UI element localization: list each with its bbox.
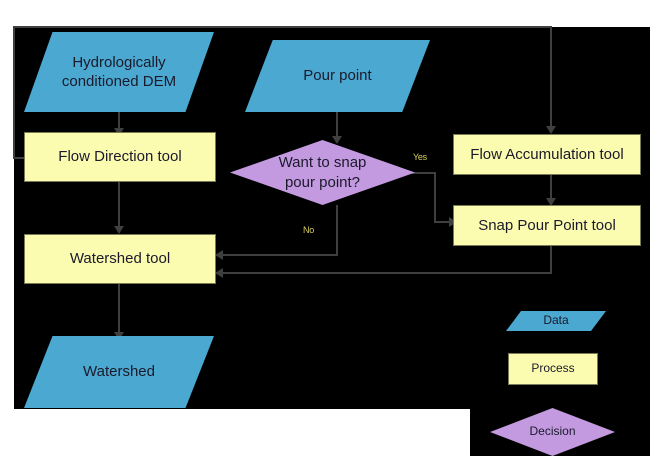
- arrowhead-decision-no-to-watershed-tool: [215, 250, 223, 260]
- node-label-decision: Want to snap pour point?: [278, 154, 367, 191]
- node-label-pour-point: Pour point: [303, 67, 372, 85]
- connector-dem-rail-into-flow-direction: [13, 157, 27, 159]
- connector-snap-to-watershed-tool-left: [218, 272, 552, 274]
- connector-flow-direction-to-watershed-tool: [118, 182, 120, 230]
- edge-label-yes: Yes: [413, 152, 427, 162]
- arrowhead-flow-direction-to-watershed-tool: [114, 226, 124, 234]
- connector-dem-rail-top: [13, 26, 552, 28]
- connector-flow-accumulation-to-snap: [550, 175, 552, 201]
- node-label-flow-direction-tool: Flow Direction tool: [58, 148, 182, 166]
- arrowhead-flow-accumulation-to-snap: [546, 198, 556, 206]
- legend-label-data: Data: [543, 313, 569, 328]
- node-hydrologically-conditioned-dem[interactable]: Hydrologically conditioned DEM: [24, 32, 214, 112]
- arrowhead-snap-to-watershed-tool: [215, 268, 223, 278]
- connector-pour-point-to-decision: [336, 112, 338, 140]
- legend-item-data: Data: [506, 311, 606, 331]
- node-label-flow-accumulation-tool: Flow Accumulation tool: [470, 145, 624, 163]
- node-flow-accumulation-tool[interactable]: Flow Accumulation tool: [453, 134, 641, 175]
- connector-dem-rail-right-down: [550, 26, 552, 127]
- connector-snap-to-watershed-tool-down: [550, 244, 552, 274]
- connector-decision-yes-into-snap: [434, 221, 450, 223]
- arrowhead-to-flow-accumulation: [546, 126, 556, 134]
- node-snap-pour-point-tool[interactable]: Snap Pour Point tool: [453, 205, 641, 246]
- node-pour-point[interactable]: Pour point: [245, 40, 430, 112]
- edge-label-no: No: [303, 225, 314, 235]
- node-watershed-tool[interactable]: Watershed tool: [24, 234, 216, 284]
- node-label-watershed: Watershed: [83, 363, 155, 381]
- connector-decision-yes-right: [412, 172, 436, 174]
- legend-label-process: Process: [531, 361, 575, 376]
- node-flow-direction-tool[interactable]: Flow Direction tool: [24, 132, 216, 182]
- node-label-snap-pour-point-tool: Snap Pour Point tool: [478, 216, 616, 234]
- connector-decision-yes-down: [434, 172, 436, 222]
- legend-item-process: Process: [508, 353, 598, 385]
- connector-decision-no-left: [218, 254, 338, 256]
- arrowhead-pour-point-to-decision: [332, 136, 342, 144]
- connector-decision-no-down: [336, 205, 338, 256]
- node-watershed[interactable]: Watershed: [24, 336, 214, 408]
- node-label-watershed-tool: Watershed tool: [69, 250, 171, 268]
- legend-label-decision: Decision: [529, 424, 576, 439]
- connector-watershed-tool-to-watershed: [118, 284, 120, 336]
- connector-dem-rail-left-down: [13, 26, 15, 158]
- node-label-dem: Hydrologically conditioned DEM: [61, 53, 177, 90]
- connector-dem-to-flow-direction: [118, 112, 120, 132]
